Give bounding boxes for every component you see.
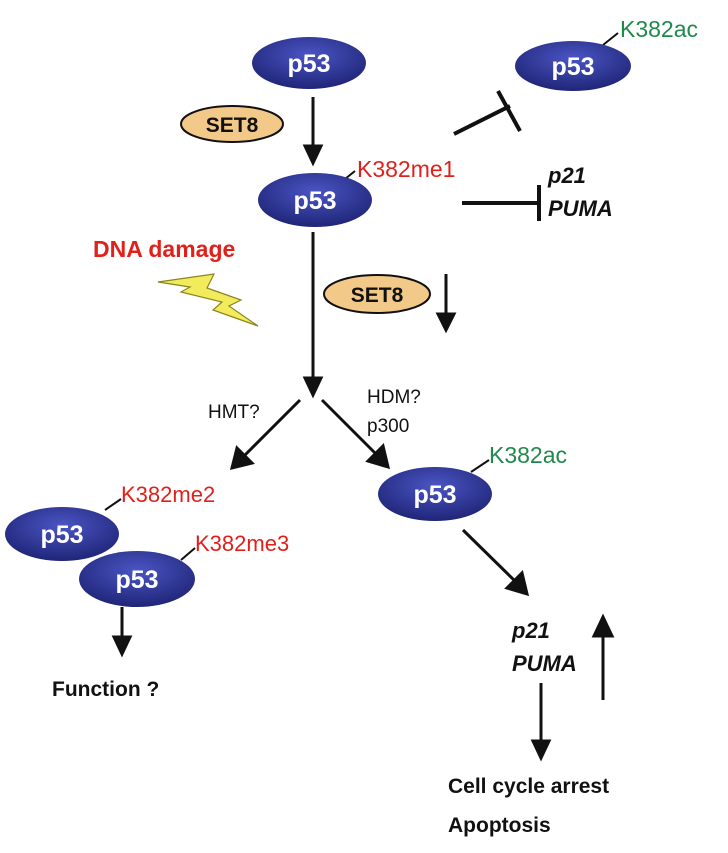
arrow-head [302,144,324,167]
inhibition-line-acetylation [453,104,511,136]
puma-label: PUMA [548,196,613,221]
k382me1-label: K382me1 [357,156,455,182]
p53-node-me2: p53 [5,507,119,561]
arrow-to-genes [461,528,520,586]
arrow-head [111,635,133,658]
p53-label: p53 [40,521,83,549]
arrow-head [530,739,552,762]
p300-label: p300 [367,416,409,437]
inhibition-bar [496,90,522,132]
hmt-label: HMT? [208,402,260,423]
p53-node-acetylated-top: p53 [515,41,631,91]
p53-node-me1: p53 [258,173,372,227]
p53-node-top: p53 [252,37,366,89]
cell-cycle-arrest-label: Cell cycle arrest [448,775,609,798]
p53-label: p53 [413,481,456,509]
set8-label: SET8 [351,284,404,307]
arrow-to-me2 [240,398,302,460]
k382ac-label: K382ac [489,442,567,468]
apoptosis-label: Apoptosis [448,814,551,837]
set8-label: SET8 [206,114,259,137]
set8-enzyme-mid: SET8 [323,274,431,314]
mod-tick [602,32,619,46]
k382ac-label: K382ac [620,16,698,42]
hdm-label: HDM? [367,387,421,408]
k382me2-label: K382me2 [121,482,215,507]
p53-label: p53 [551,53,594,81]
mod-tick [180,547,196,561]
arrow-head [229,445,255,471]
arrow-head [365,443,391,470]
function-label: Function ? [52,678,159,701]
p53-node-acetylated-right: p53 [378,467,492,521]
arrow-head [435,312,457,334]
p21-label: p21 [511,618,550,643]
arrow-to-k382ac [320,398,380,458]
p53-label: p53 [287,50,330,78]
mod-tick [470,459,490,473]
k382me3-label: K382me3 [195,531,289,556]
dna-damage-label: DNA damage [93,236,235,262]
p53-node-me3: p53 [79,551,195,607]
arrow-head [504,570,530,597]
set8-enzyme-top: SET8 [180,105,284,143]
p53-label: p53 [293,187,336,215]
p53-label: p53 [115,566,158,594]
arrow-head [302,376,324,399]
mod-tick [104,498,122,511]
puma-label: PUMA [512,651,577,676]
arrow-head [591,613,615,638]
p21-label: p21 [547,163,586,188]
lightning-icon [157,273,259,327]
